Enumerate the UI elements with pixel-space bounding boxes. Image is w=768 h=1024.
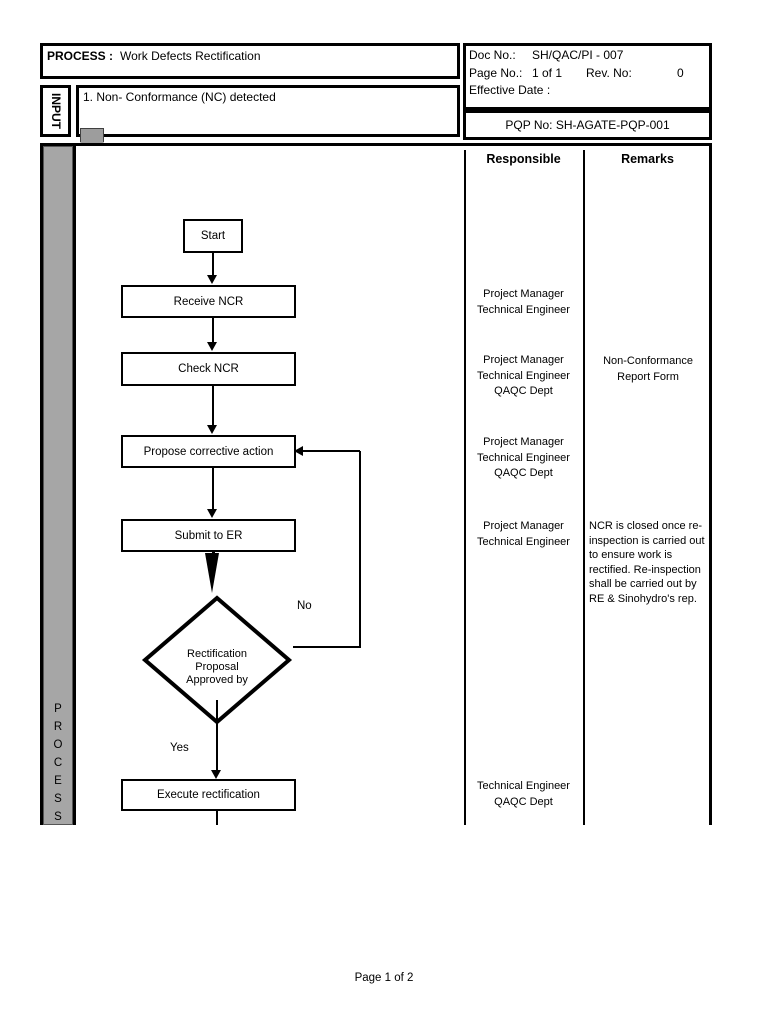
process-label: PROCESS : — [47, 49, 114, 63]
process-vertical-label: P R O C E S S — [43, 700, 73, 826]
process-sidebar — [43, 146, 76, 825]
process-title-box — [40, 43, 460, 79]
arrowhead-icon — [207, 509, 217, 518]
process-name-value: Work Defects Rectification — [120, 49, 261, 63]
arrowhead-icon — [207, 342, 217, 351]
responsible-line: Technical Engineer — [477, 369, 570, 382]
arrowhead-icon — [211, 770, 221, 779]
document-info-box — [463, 43, 712, 110]
flow-node-decision-label: Rectification Proposal Approved by — [141, 648, 293, 687]
doc-no-value: SH/QAC/PI - 007 — [532, 48, 624, 62]
pqp-no-box — [463, 110, 712, 140]
page-no-value: 1 of 1 — [532, 66, 563, 80]
doc-no-label: Doc No.: — [469, 48, 516, 62]
input-label-box — [40, 85, 71, 137]
process-letter-s1: S — [54, 793, 62, 805]
flow-node-start: Start — [183, 219, 243, 253]
responsible-line: Technical Engineer — [477, 303, 570, 316]
rev-no-label: Rev. No: — [586, 66, 632, 80]
arrowhead-icon — [294, 446, 303, 456]
flow-node-submit-to-er: Submit to ER — [121, 519, 296, 552]
edge-yes-vertical — [216, 700, 218, 774]
effective-date-label: Effective Date : — [469, 83, 551, 97]
responsible-line: Project Manager — [483, 288, 564, 300]
arrowhead-icon — [207, 425, 217, 434]
arrowhead-icon — [207, 275, 217, 284]
responsible-line: Project Manager — [483, 354, 564, 366]
responsible-line: QAQC Dept — [494, 795, 553, 808]
edge-label-yes: Yes — [170, 742, 189, 754]
process-letter-o: O — [53, 739, 63, 751]
responsible-line: Project Manager — [483, 520, 564, 532]
flow-node-check-ncr: Check NCR — [121, 352, 296, 386]
responsible-line: Technical Engineer — [477, 535, 570, 548]
decision-line-2: Proposal — [195, 661, 239, 673]
remarks-check: Non-Conformance Report Form — [589, 354, 707, 385]
responsible-check: Project Manager Technical Engineer QAQC … — [464, 353, 583, 400]
remarks-column-divider — [583, 150, 585, 825]
remarks-column-header: Remarks — [621, 152, 674, 166]
remarks-submit: NCR is closed once re-inspection is carr… — [589, 520, 705, 605]
responsible-line: QAQC Dept — [494, 385, 553, 397]
responsible-column-divider — [464, 150, 466, 825]
decision-line-1: Rectification — [187, 648, 247, 660]
remarks-line: Non-Conformance — [603, 355, 693, 367]
flow-node-receive-ncr: Receive NCR — [121, 285, 296, 318]
responsible-line: Technical Engineer — [477, 780, 570, 792]
edge-no-loop-top — [298, 450, 360, 452]
responsible-execute: Technical Engineer QAQC Dept — [464, 779, 583, 810]
edge-no-loop-bottom — [293, 646, 361, 648]
process-letter-s2: S — [54, 811, 62, 823]
edge-start-to-receive — [212, 253, 214, 276]
responsible-line: Project Manager — [483, 436, 564, 448]
responsible-line: QAQC Dept — [494, 467, 553, 479]
process-letter-r: R — [53, 721, 63, 733]
edge-execute-continues — [216, 811, 218, 825]
input-label: INPUT — [40, 85, 71, 137]
responsible-submit: Project Manager Technical Engineer — [464, 519, 583, 550]
edge-check-to-propose — [212, 386, 214, 426]
responsible-line: Technical Engineer — [477, 451, 570, 464]
flow-node-propose-corrective-action: Propose corrective action — [121, 435, 296, 468]
process-sidebar-inner-border — [43, 146, 73, 825]
input-content-text: 1. Non- Conformance (NC) detected — [83, 90, 276, 104]
edge-propose-to-submit — [212, 468, 214, 509]
process-letter-c: C — [53, 757, 63, 769]
edge-no-loop-vertical — [359, 451, 361, 647]
input-label-text: INPUT — [48, 93, 63, 129]
pqp-no-value: PQP No: SH-AGATE-PQP-001 — [505, 118, 670, 132]
remarks-line: Report Form — [617, 370, 679, 383]
decision-line-3: Approved by — [186, 674, 248, 686]
edge-label-no: No — [297, 600, 312, 612]
process-letter-e: E — [54, 775, 62, 787]
responsible-receive: Project Manager Technical Engineer — [464, 287, 583, 318]
arrowhead-icon — [205, 553, 219, 593]
edge-receive-to-check — [212, 318, 214, 342]
responsible-propose: Project Manager Technical Engineer QAQC … — [464, 435, 583, 482]
page-footer: Page 1 of 2 — [354, 972, 414, 984]
process-body-frame — [40, 143, 712, 825]
page-no-label: Page No.: — [469, 66, 523, 80]
input-content-box — [76, 85, 460, 137]
responsible-column-header: Responsible — [486, 152, 561, 166]
rev-no-value: 0 — [677, 66, 684, 80]
process-letter-p: P — [54, 703, 62, 715]
flow-node-execute-rectification: Execute rectification — [121, 779, 296, 811]
